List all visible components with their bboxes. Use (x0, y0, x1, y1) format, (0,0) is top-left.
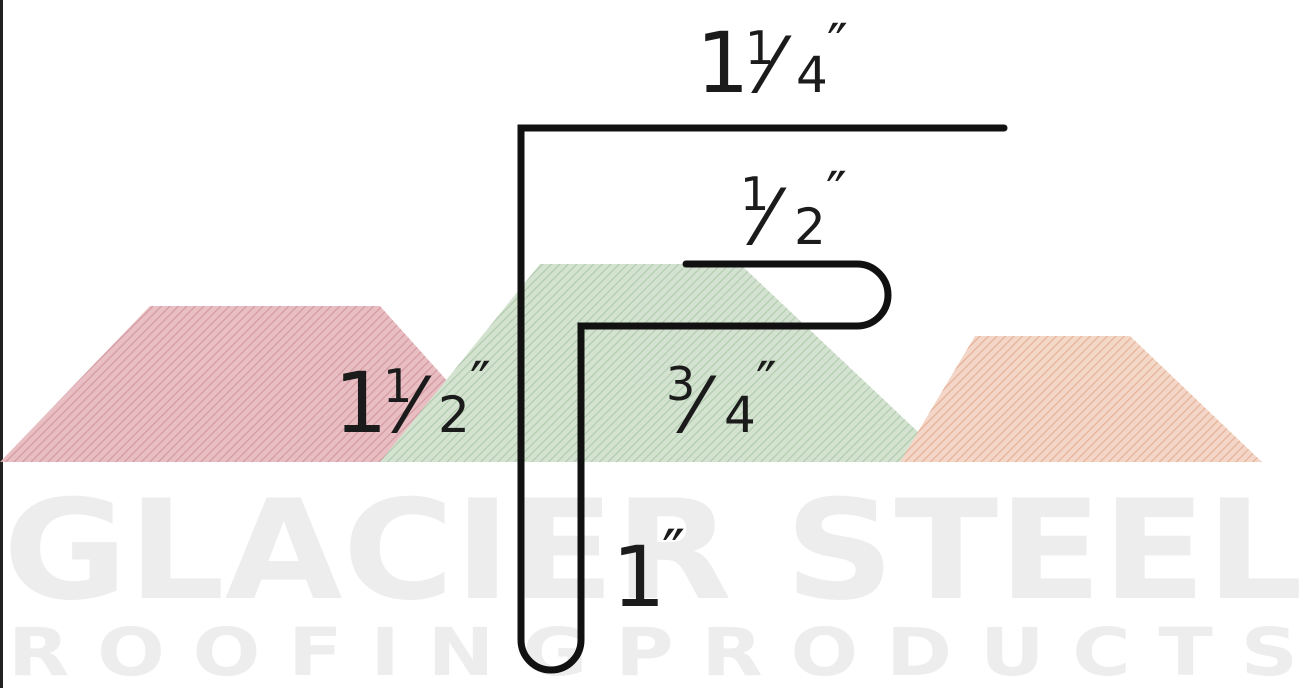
roof-shape-red (0, 306, 520, 462)
roof-shape-orange (900, 336, 1262, 462)
trim-profile-outline (517, 124, 1008, 674)
label-top-flange: 1 1 ⁄ 4 ″ (696, 13, 848, 112)
watermark-tagline: R O O F I N G P R O D U C T S (8, 614, 1298, 688)
watermark-brand-name: GLACIER STEEL (3, 470, 1303, 631)
label-hem-return: 1 ⁄ 2 ″ (740, 161, 847, 262)
label-height: 1 1 ⁄ 2 ″ (334, 351, 491, 452)
label-bottom-hem: 1 ″ (612, 516, 685, 626)
